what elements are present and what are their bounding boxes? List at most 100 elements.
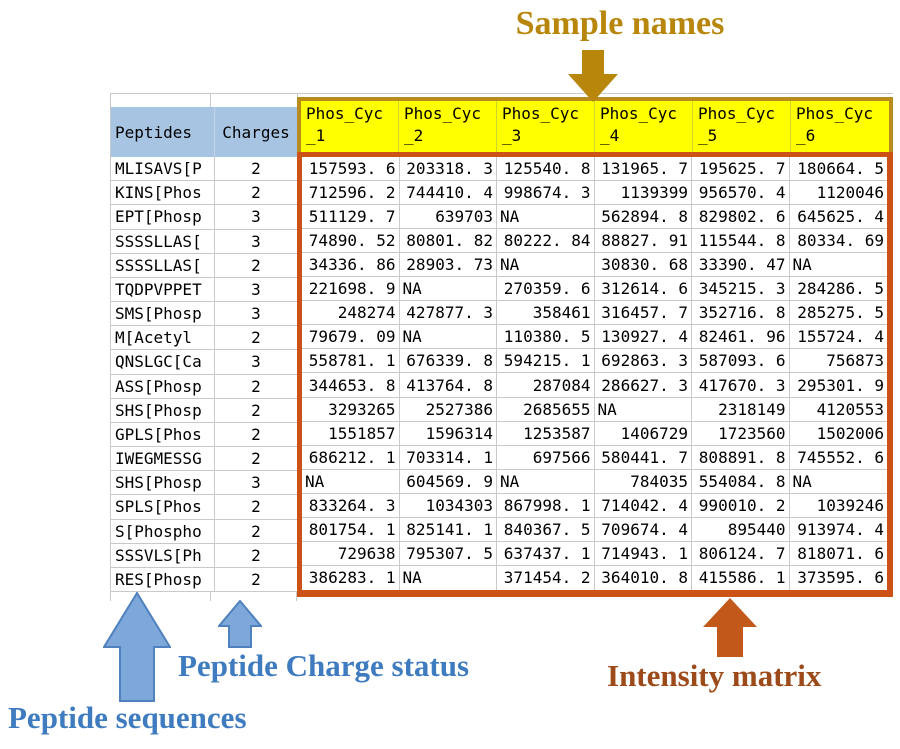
matrix-cell[interactable]: 697566 <box>497 445 595 470</box>
matrix-cell[interactable]: 33390. 47 <box>692 253 790 278</box>
sample-header-cell[interactable]: Phos_Cyc_2 <box>399 101 497 152</box>
matrix-cell[interactable]: 637437. 1 <box>497 541 595 566</box>
peptide-cell[interactable]: M[Acetyl <box>111 326 215 350</box>
matrix-cell[interactable]: 155724. 4 <box>789 325 887 350</box>
matrix-cell[interactable]: 373595. 6 <box>797 568 884 588</box>
matrix-cell[interactable]: 587093. 6 <box>692 349 790 374</box>
matrix-cell[interactable]: 284286. 5 <box>789 277 887 302</box>
matrix-cell[interactable]: 913974. 4 <box>789 518 887 542</box>
charge-cell[interactable]: 2 <box>251 159 261 179</box>
matrix-cell[interactable]: 558781. 1 <box>302 349 400 374</box>
peptide-cell[interactable]: EPT[Phosp <box>111 205 215 229</box>
charge-cell[interactable]: 2 <box>251 570 261 589</box>
matrix-cell[interactable]: 110380. 5 <box>497 325 595 350</box>
matrix-cell[interactable]: 364010. 8 <box>595 565 692 590</box>
peptide-cell[interactable]: KINS[Phos <box>111 181 215 205</box>
matrix-cell[interactable]: 79679. 09 <box>302 325 400 350</box>
matrix-cell[interactable]: 729638 <box>302 541 400 566</box>
matrix-cell[interactable]: NA <box>399 325 497 350</box>
matrix-cell[interactable]: 645625. 4 <box>789 205 887 230</box>
matrix-cell[interactable]: 131965. 7 <box>594 157 692 182</box>
matrix-cell[interactable]: 806124. 7 <box>692 541 790 566</box>
matrix-cell[interactable]: 270359. 6 <box>497 277 595 302</box>
matrix-cell[interactable]: 34336. 86 <box>302 253 400 278</box>
matrix-cell[interactable]: 808891. 8 <box>692 445 790 470</box>
matrix-cell[interactable]: 2527386 <box>399 397 497 422</box>
charge-cell[interactable]: 3 <box>251 304 261 324</box>
matrix-cell[interactable]: 417670. 3 <box>692 373 790 398</box>
matrix-cell[interactable]: 157593. 6 <box>302 157 400 182</box>
peptide-cell[interactable]: SHS[Phosp <box>111 471 215 495</box>
matrix-cell[interactable]: 554084. 8 <box>692 469 790 494</box>
matrix-cell[interactable]: 712596. 2 <box>302 181 400 206</box>
matrix-cell[interactable]: 295301. 9 <box>789 373 887 398</box>
matrix-cell[interactable]: 1039246 <box>789 494 887 518</box>
matrix-cell[interactable]: 312614. 6 <box>594 277 692 302</box>
peptide-cell[interactable]: QNSLGC[Ca <box>111 350 215 374</box>
matrix-cell[interactable]: 714042. 4 <box>594 493 692 518</box>
matrix-cell[interactable]: 714943. 1 <box>594 541 692 566</box>
matrix-cell[interactable]: 745552. 6 <box>789 446 887 470</box>
matrix-cell[interactable]: NA <box>497 253 595 278</box>
matrix-cell[interactable]: 825141. 1 <box>399 517 497 542</box>
charge-cell[interactable]: 2 <box>251 545 261 565</box>
matrix-cell[interactable]: 686212. 1 <box>302 445 400 470</box>
matrix-cell[interactable]: 358461 <box>497 301 595 326</box>
matrix-cell[interactable]: NA <box>400 565 497 590</box>
matrix-cell[interactable]: 562894. 8 <box>594 205 692 230</box>
matrix-cell[interactable]: 840367. 5 <box>497 517 595 542</box>
matrix-cell[interactable]: 180664. 5 <box>789 157 887 182</box>
matrix-cell[interactable]: 594215. 1 <box>497 349 595 374</box>
matrix-cell[interactable]: 1253587 <box>497 421 595 446</box>
matrix-cell[interactable]: 287084 <box>497 373 595 398</box>
peptides-column-header[interactable]: Peptides <box>111 107 215 157</box>
matrix-cell[interactable]: 1120046 <box>789 181 887 206</box>
sample-header-cell[interactable]: Phos_Cyc_5 <box>693 101 791 152</box>
matrix-cell[interactable]: 3293265 <box>302 397 400 422</box>
charge-cell[interactable]: 3 <box>251 473 261 493</box>
matrix-cell[interactable]: 756873 <box>789 349 887 374</box>
matrix-cell[interactable]: 125540. 8 <box>497 157 595 182</box>
charge-cell[interactable]: 3 <box>251 231 261 251</box>
matrix-cell[interactable]: 709674. 4 <box>594 517 692 542</box>
charge-cell[interactable]: 2 <box>251 497 261 517</box>
matrix-cell[interactable]: 818071. 6 <box>789 542 887 566</box>
matrix-cell[interactable]: 371454. 2 <box>497 565 595 590</box>
matrix-cell[interactable]: 80222. 84 <box>497 229 595 254</box>
matrix-cell[interactable]: 28903. 73 <box>399 253 497 278</box>
matrix-cell[interactable]: 427877. 3 <box>399 301 497 326</box>
matrix-cell[interactable]: 1596314 <box>399 421 497 446</box>
matrix-cell[interactable]: 316457. 7 <box>594 301 692 326</box>
matrix-cell[interactable]: 88827. 91 <box>594 229 692 254</box>
matrix-cell[interactable]: 74890. 52 <box>302 229 400 254</box>
matrix-cell[interactable]: 703314. 1 <box>399 445 497 470</box>
charge-cell[interactable]: 3 <box>251 279 261 299</box>
peptide-cell[interactable]: MLISAVS[P <box>111 157 215 181</box>
peptide-cell[interactable]: RES[Phosp <box>111 567 215 592</box>
matrix-cell[interactable]: 386283. 1 <box>302 565 400 590</box>
charge-cell[interactable]: 2 <box>251 521 261 541</box>
matrix-cell[interactable]: 895440 <box>692 517 790 542</box>
matrix-cell[interactable]: 4120553 <box>789 398 887 422</box>
matrix-cell[interactable]: 2685655 <box>497 397 595 422</box>
peptide-cell[interactable]: SHS[Phosp <box>111 398 215 422</box>
matrix-cell[interactable]: 195625. 7 <box>692 157 790 182</box>
matrix-cell[interactable]: NA <box>399 277 497 302</box>
matrix-cell[interactable]: NA <box>302 469 400 494</box>
charge-cell[interactable]: 3 <box>251 352 261 372</box>
matrix-cell[interactable]: 1723560 <box>692 421 790 446</box>
peptide-cell[interactable]: SSSSLLAS[ <box>111 253 215 277</box>
matrix-cell[interactable]: NA <box>497 205 595 230</box>
matrix-cell[interactable]: 82461. 96 <box>692 325 790 350</box>
matrix-cell[interactable]: 1139399 <box>594 181 692 206</box>
peptide-cell[interactable]: SSSSLLAS[ <box>111 229 215 253</box>
matrix-cell[interactable]: 990010. 2 <box>692 493 790 518</box>
peptide-cell[interactable]: SSSVLS[Ph <box>111 543 215 567</box>
matrix-cell[interactable]: NA <box>789 470 887 494</box>
matrix-cell[interactable]: 221698. 9 <box>302 277 400 302</box>
matrix-cell[interactable]: 30830. 68 <box>594 253 692 278</box>
matrix-cell[interactable]: 998674. 3 <box>497 181 595 206</box>
charge-cell[interactable]: 2 <box>251 424 261 444</box>
charge-cell[interactable]: 3 <box>251 207 261 227</box>
matrix-cell[interactable]: 604569. 9 <box>399 469 497 494</box>
